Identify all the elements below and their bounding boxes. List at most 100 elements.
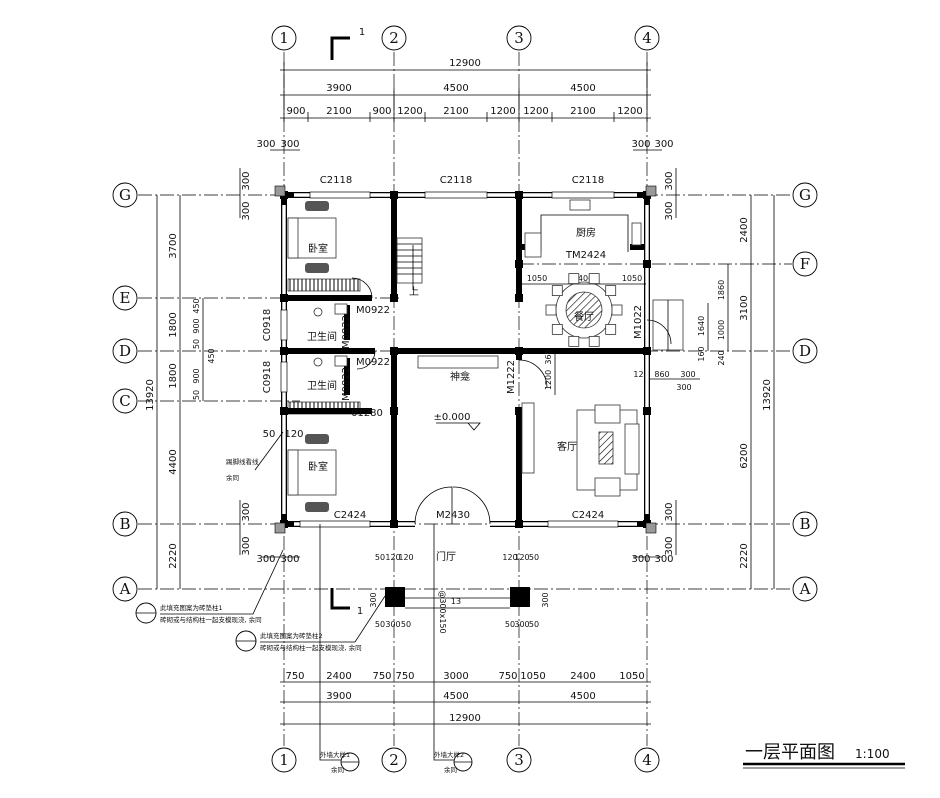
room-bathroom-1: 卫生间: [307, 330, 337, 343]
dining-chair: [605, 323, 617, 335]
drawing-rect: [515, 260, 523, 268]
drawing-rect: [280, 361, 288, 393]
dimension-label: 余同: [226, 473, 239, 482]
dimension-label: G: [119, 186, 131, 204]
drawing-rect: [390, 191, 398, 199]
dimension-label: C: [119, 392, 130, 410]
nightstand: [305, 201, 329, 211]
drawing-rect: [515, 347, 523, 355]
dimension-label: 3100: [739, 295, 750, 320]
bed-1: [287, 217, 337, 259]
dimension-label: 300: [680, 370, 695, 379]
axis-bubble-B-left: B: [112, 511, 138, 537]
drawing-circle: [792, 251, 818, 277]
dimension-label: 12900: [449, 58, 481, 69]
room-kitchen: 厨房: [576, 226, 596, 239]
drawing-rect: [309, 191, 371, 199]
drawing-rect: [547, 520, 619, 528]
tv-cabinet: [521, 402, 535, 474]
dimension-label: 120: [385, 553, 400, 562]
dimension-label: 900: [192, 318, 201, 333]
dimension-label: C0918: [262, 361, 273, 393]
drawing-rect: [334, 303, 348, 315]
section-mark-bottom: 1: [330, 588, 363, 617]
dimension-label: 900: [286, 106, 305, 117]
drawing-circle: [506, 25, 532, 51]
drawing-polyline: [319, 740, 343, 761]
dimension-label: B: [799, 515, 810, 533]
dimension-label: 余同: [444, 765, 457, 774]
room-bathroom-2: 卫生间: [307, 379, 337, 392]
dimension-label: B: [119, 515, 130, 533]
dimension-label: 50: [505, 620, 515, 629]
callout-1: 此填充图案为砖垫柱1 砖砌或与结构柱一起支模现浇, 余同: [135, 549, 284, 624]
wardrobe: [287, 278, 361, 292]
dimension-label: 300: [664, 536, 675, 555]
dimension-label: 300: [664, 171, 675, 190]
dimension-label: 砖砌或与结构柱一起支模现浇, 余同: [160, 615, 262, 624]
dimension-label: 240: [717, 350, 726, 365]
dimension-label: 300: [631, 139, 650, 150]
drawing-polyline: [160, 549, 284, 615]
drawing-circle: [271, 25, 297, 51]
drawing-circle: [381, 25, 407, 51]
room-labels: 卧室 卧室 卫生间 卫生间 厨房 餐厅 神龛 客厅 门厅 上 ±0.000: [307, 226, 596, 563]
interior-dimensions: 1050 2400 1050 1200 360: [520, 274, 646, 395]
drawing-polyline: [436, 422, 481, 431]
room-living: 客厅: [557, 440, 577, 453]
drawing-rect: [390, 407, 398, 415]
axis-bubble-B-right: B: [792, 511, 818, 537]
drawing-rect: [643, 260, 651, 268]
dimension-label: 3900: [326, 691, 351, 702]
drawing-circle: [506, 747, 532, 773]
dimension-label: 此填充图案为砖垫柱2: [260, 631, 323, 640]
dimension-label: 450: [192, 298, 201, 313]
top-dimensions: 12900 3900 4500 4500 900 2100 900 1200 2…: [256, 58, 674, 151]
drawing-polyline: [254, 431, 284, 471]
dimension-label: TM2424: [565, 250, 606, 261]
dining-chair: [568, 335, 580, 347]
doors-swings: [351, 277, 672, 525]
dimension-label: 360: [544, 349, 553, 364]
room-foyer: 门厅: [436, 550, 456, 563]
axis-bubble-E-left: E: [112, 285, 138, 311]
dimension-label: M0822: [341, 367, 352, 401]
title-scale: 1:100: [855, 747, 890, 761]
dimension-label: 2220: [739, 543, 750, 568]
nightstand: [305, 502, 329, 512]
dining-chair: [568, 273, 580, 285]
dimension-label: 1050: [619, 671, 644, 682]
dimension-label: 1200: [617, 106, 642, 117]
drawing-circle: [112, 576, 138, 602]
dimension-label: 3: [514, 751, 524, 769]
drawing-circle: [271, 747, 297, 773]
axis-bubble-D-left: D: [112, 338, 138, 364]
dining-table: [555, 281, 613, 339]
coffee-table: [598, 431, 614, 465]
drawing-rect: [280, 309, 288, 341]
dimension-label: 1050: [520, 671, 545, 682]
drawing-polyline: [260, 595, 386, 643]
dimension-label: 300: [280, 139, 299, 150]
dimension-label: 2100: [570, 106, 595, 117]
axis-bubble-2-top: 2: [381, 25, 407, 51]
dimension-label: 50: [375, 620, 385, 629]
dimension-label: A: [119, 580, 131, 598]
dimension-label: M0922: [356, 357, 390, 368]
axis-bubble-1-bottom: 1: [271, 747, 297, 773]
porch-column-right: [510, 587, 530, 607]
dimension-label: 300: [256, 139, 275, 150]
dimension-label: 300: [241, 536, 252, 555]
room-bedroom-2: 卧室: [308, 460, 328, 473]
axis-bubble-G-left: G: [112, 182, 138, 208]
dimension-label: 300: [541, 592, 550, 607]
drawing-path: [414, 486, 453, 525]
dining-chair: [545, 304, 557, 316]
dimension-label: 750: [498, 671, 517, 682]
dimension-label: 3900: [326, 83, 351, 94]
dimension-label: 300: [654, 554, 673, 565]
dimension-label: 4500: [443, 83, 468, 94]
stair-up-label: 上: [409, 286, 419, 298]
bottom-dimensions: 750 2400 750 750 3000 750 1050 2400 1050…: [280, 671, 651, 725]
